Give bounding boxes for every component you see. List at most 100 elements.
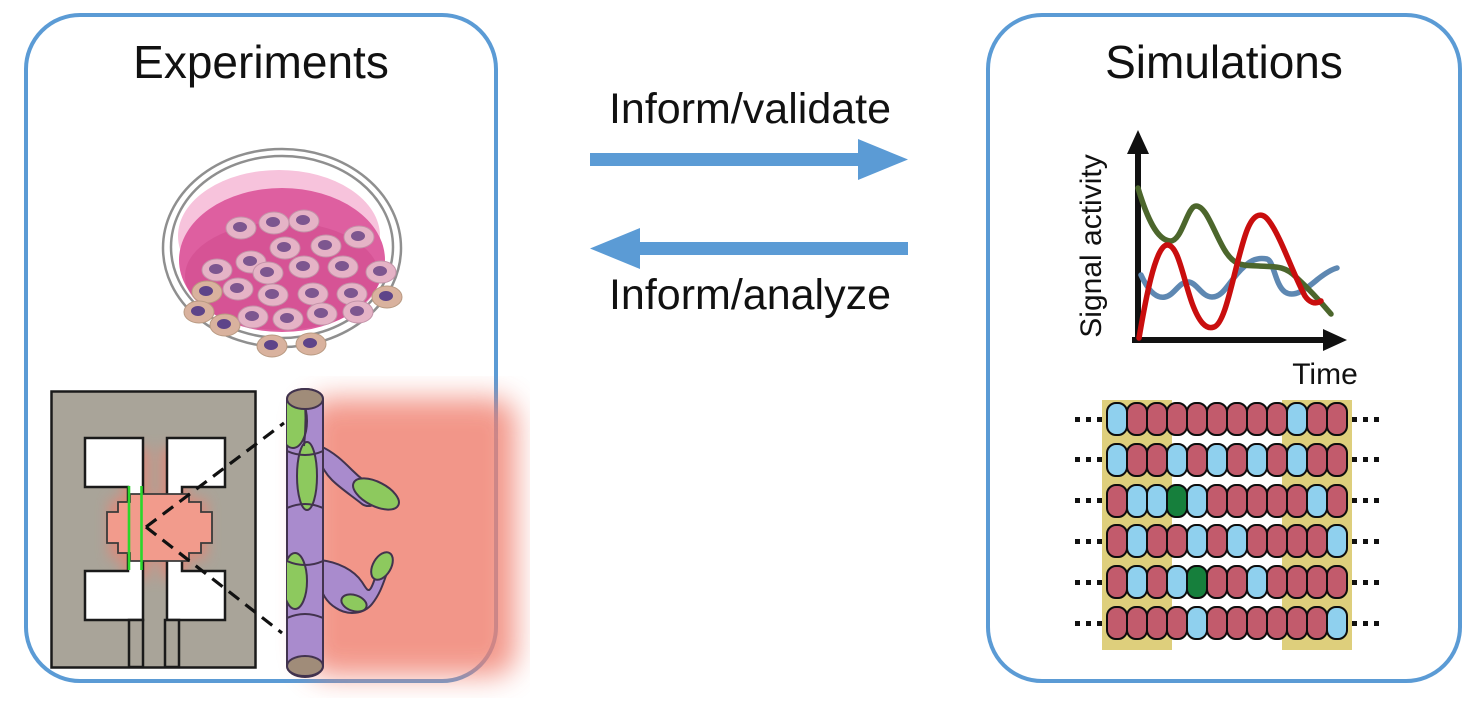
lattice-cell [1306, 442, 1328, 477]
dot [1097, 620, 1102, 626]
lattice-cell [1286, 606, 1308, 640]
row-continuation-dots [1352, 498, 1379, 504]
lattice-cell [1226, 442, 1248, 477]
dot [1374, 457, 1379, 463]
dot [1097, 538, 1102, 544]
lattice-cell [1146, 402, 1168, 436]
lattice-cell [1146, 606, 1168, 640]
dot [1075, 498, 1080, 504]
lattice-cell [1246, 524, 1268, 559]
lattice-cell [1306, 483, 1328, 518]
dot [1097, 416, 1102, 422]
lattice-cell [1146, 483, 1168, 518]
lattice-cell [1206, 402, 1228, 436]
lattice-cell [1266, 606, 1288, 640]
dot [1374, 579, 1379, 585]
lattice-cell [1106, 442, 1128, 477]
x-axis-arrowhead [1323, 329, 1347, 351]
lattice-cell [1306, 606, 1328, 640]
row-continuation-dots [1352, 538, 1379, 544]
stimulus-glow-field [306, 398, 516, 676]
dot [1363, 416, 1368, 422]
row-continuation-dots [1070, 538, 1102, 544]
dish-cells [183, 209, 403, 358]
microfluidic-device-illustration [50, 390, 257, 669]
lattice-cell [1166, 483, 1188, 518]
dot [1374, 416, 1379, 422]
dot [1374, 620, 1379, 626]
lattice-cell [1326, 606, 1348, 640]
row-continuation-dots [1352, 579, 1379, 585]
lattice-cell [1246, 442, 1268, 477]
lattice-cell [1206, 606, 1228, 640]
lattice-cell [1106, 524, 1128, 559]
lattice-cell [1306, 565, 1328, 600]
lattice-cell [1286, 442, 1308, 477]
lattice-cell [1286, 524, 1308, 559]
lattice-cell [1186, 402, 1208, 436]
lattice-row [1070, 524, 1392, 559]
row-continuation-dots [1352, 620, 1379, 626]
lattice-cell [1106, 565, 1128, 600]
dot [1086, 579, 1091, 585]
dot [1086, 620, 1091, 626]
lattice-cell [1246, 402, 1268, 436]
dot [1086, 538, 1091, 544]
lattice-cell [1106, 483, 1128, 518]
dot [1075, 416, 1080, 422]
experiments-title: Experiments [133, 36, 389, 88]
lattice-cell [1106, 606, 1128, 640]
lattice-cell [1126, 442, 1148, 477]
dot [1075, 620, 1080, 626]
lattice-cell [1186, 524, 1208, 559]
lattice-cell [1166, 524, 1188, 559]
lattice-cell [1206, 442, 1228, 477]
lattice-cell [1126, 483, 1148, 518]
dot [1363, 579, 1368, 585]
lattice-cell [1266, 524, 1288, 559]
lattice-cell [1226, 606, 1248, 640]
lattice-cell [1226, 483, 1248, 518]
y-axis-label: Signal activity [1075, 154, 1108, 337]
lattice-cell [1206, 524, 1228, 559]
lattice-cell [1126, 606, 1148, 640]
dot [1374, 498, 1379, 504]
lattice-cell [1186, 483, 1208, 518]
dot [1086, 457, 1091, 463]
lattice-cell [1266, 565, 1288, 600]
dot [1363, 498, 1368, 504]
row-continuation-dots [1070, 620, 1102, 626]
dot [1075, 457, 1080, 463]
dot [1097, 579, 1102, 585]
dot [1075, 538, 1080, 544]
lattice-cell [1186, 442, 1208, 477]
lattice-cell [1266, 483, 1288, 518]
row-continuation-dots [1352, 416, 1379, 422]
lattice-cell [1226, 524, 1248, 559]
cell-lattice-grid [1070, 400, 1392, 658]
lattice-row [1070, 402, 1392, 436]
lattice-row [1070, 565, 1392, 600]
dot [1097, 457, 1102, 463]
lattice-cell [1286, 402, 1308, 436]
dot [1097, 498, 1102, 504]
dot [1352, 457, 1357, 463]
lattice-cell [1166, 402, 1188, 436]
lattice-cell [1326, 524, 1348, 559]
lattice-cell [1306, 524, 1328, 559]
red-signal-curve [1136, 212, 1324, 341]
petri-dish-illustration [161, 147, 403, 358]
dot [1086, 416, 1091, 422]
lattice-cell [1206, 483, 1228, 518]
dot [1352, 620, 1357, 626]
row-continuation-dots [1352, 457, 1379, 463]
lattice-row [1070, 483, 1392, 518]
lattice-cell [1126, 402, 1148, 436]
row-continuation-dots [1070, 416, 1102, 422]
lattice-cell [1326, 402, 1348, 436]
lattice-cell [1106, 402, 1128, 436]
lattice-cell [1286, 565, 1308, 600]
signal-activity-chart: Signal activity Time [1075, 130, 1358, 391]
stimulus-chamber [106, 493, 213, 562]
lattice-cell [1246, 606, 1268, 640]
